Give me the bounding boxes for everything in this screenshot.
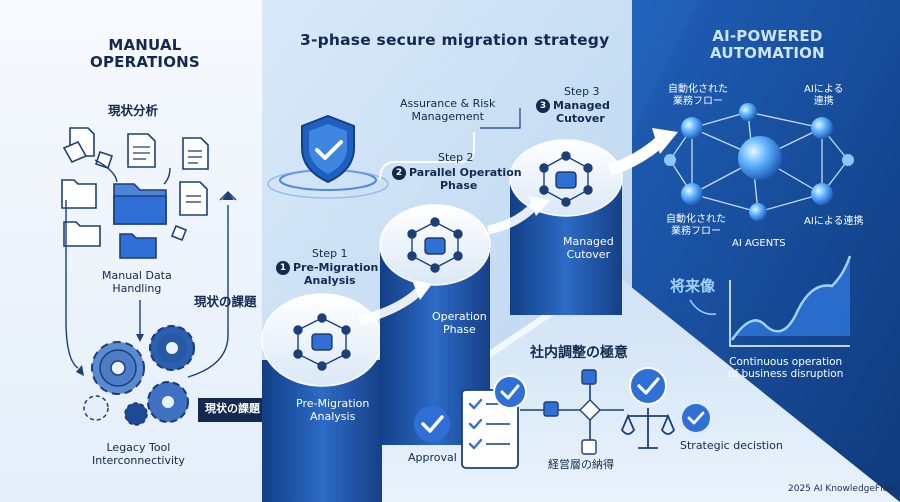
step-2-caption-line-1: Operation <box>432 310 487 323</box>
step-2-label: Step 2 <box>438 151 474 164</box>
step-1-label: Step 1 <box>312 247 348 260</box>
step-1-caption-line-2: Analysis <box>310 409 356 423</box>
step-1-title-line-2: Analysis <box>304 274 356 287</box>
legacy-label: Legacy Tool Interconnectivity <box>92 441 185 467</box>
node-ai-link-top-line-2: 連携 <box>813 95 834 107</box>
data-handling-label: Manual Data Handling <box>102 269 172 295</box>
node-workflow-bottom: 自動化された 業務フロー <box>666 214 726 237</box>
step-3-title-line-1: Managed <box>553 99 610 112</box>
step-1-title-line-1: Pre-Migration <box>293 261 379 274</box>
node-workflow-bottom-line-1: 自動化された <box>666 214 726 225</box>
continuous-line-2: of business disruption <box>728 368 844 381</box>
assurance-line-2: Management <box>411 109 484 123</box>
step-3-title-line-2: Cutover <box>556 112 605 125</box>
node-workflow-bottom-line-2: 業務フロー <box>671 225 721 237</box>
node-ai-link-top: AIによる 連携 <box>804 84 844 107</box>
issues-label: 現状の課題 <box>194 294 257 309</box>
step-3-caption-line-1: Managed <box>563 235 614 248</box>
footer-credit: 2025 AI KnowledgeFlow <box>788 484 896 494</box>
continuous-line-1: Continuous operation <box>729 356 843 368</box>
left-header: MANUAL OPERATIONS <box>90 36 200 72</box>
step-2-title-line-2: Phase <box>440 179 478 192</box>
step-3-caption-line-2: Cutover <box>566 247 611 261</box>
step-3-caption: Managed Cutover <box>563 235 614 261</box>
step-2-title-line-1: Parallel Operation <box>409 166 522 179</box>
future-label: 将来像 <box>670 277 716 295</box>
step-2-caption: Operation Phase <box>432 310 487 336</box>
consensus-label: 経営層の納得 <box>548 458 614 471</box>
page-title: 3-phase secure migration strategy <box>300 31 610 49</box>
node-workflow-top-line-1: 自動化された <box>668 84 728 95</box>
approval-label: Approval <box>408 451 457 464</box>
node-workflow-top: 自動化された 業務フロー <box>668 84 728 107</box>
legacy-line-2: Interconnectivity <box>92 453 185 467</box>
step-3-label: Step 3 <box>564 85 600 98</box>
step-1-caption: Pre-Migration Analysis <box>296 397 370 423</box>
node-workflow-top-line-2: 業務フロー <box>673 95 723 107</box>
continuous-label: Continuous operation of business disrupt… <box>728 356 843 380</box>
step-1-number: 1 <box>276 261 290 275</box>
analysis-label: 現状分析 <box>108 103 159 118</box>
coordination-title: 社内調整の極意 <box>530 345 628 361</box>
strategic-label: Strategic decistion <box>680 439 783 452</box>
step-1-caption-line-1: Pre-Migration <box>296 397 370 410</box>
ai-agents-label: AI AGENTS <box>732 238 786 249</box>
step-3-number: 3 <box>536 99 550 113</box>
data-handling-line-2: Handling <box>112 281 162 295</box>
right-header: AI-POWERED AUTOMATION <box>710 27 825 63</box>
data-handling-line-1: Manual Data <box>102 269 172 282</box>
assurance-line-1: Assurance & Risk <box>400 97 496 110</box>
right-header-line-2: AUTOMATION <box>710 44 825 63</box>
left-header-line-1: MANUAL <box>108 36 182 54</box>
step-2-number: 2 <box>392 166 406 180</box>
right-header-line-1: AI-POWERED <box>712 27 823 45</box>
node-ai-link-top-line-1: AIによる <box>804 84 844 95</box>
node-ai-link-bottom: AIによる連携 <box>804 216 864 227</box>
left-header-line-2: OPERATIONS <box>90 53 200 72</box>
assurance-label: Assurance & Risk Management <box>400 97 496 123</box>
legacy-line-1: Legacy Tool <box>106 441 171 454</box>
step-2-caption-line-2: Phase <box>442 322 476 336</box>
issues-arrow-label: 現状の課題 <box>205 402 260 415</box>
